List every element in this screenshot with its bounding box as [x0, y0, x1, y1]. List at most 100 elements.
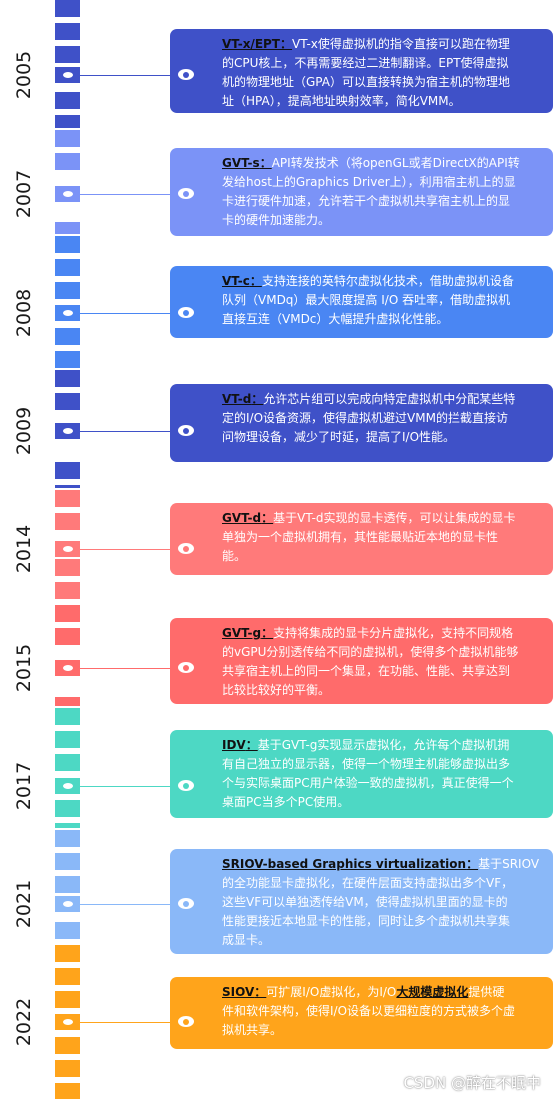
event-text: 址（HPA），提高地址映射效率，简化VMM。 — [222, 94, 461, 108]
event-line: 发给host上的Graphics Driver上），利用宿主机上的显 — [222, 173, 541, 192]
eye-icon — [178, 543, 194, 554]
timeline-connector — [80, 194, 175, 195]
event-text: 队列（VMDq）最大限度提高 I/O 吞吐率，借助虚拟机 — [222, 293, 511, 307]
event-text: VT-x使得虚拟机的指令直接可以跑在物理 — [292, 37, 510, 51]
event-title: VT-c — [222, 274, 250, 288]
timeline-node — [55, 778, 80, 794]
event-line: 比较比较好的平衡。 — [222, 681, 541, 700]
event-text: 成显卡。 — [222, 933, 271, 947]
timeline-segment — [55, 991, 80, 1008]
event-title: GVT-d — [222, 511, 262, 525]
eye-pupil — [183, 782, 189, 789]
event-text: 的全功能显卡虚拟化，在硬件层面支持虚拟出多个VF， — [222, 876, 514, 890]
eye-icon — [178, 425, 194, 436]
timeline-segment — [55, 485, 80, 488]
year-label: 2014 — [13, 524, 35, 574]
event-line: VT-c：支持连接的英特尔虚拟化技术，借助虚拟机设备 — [222, 272, 541, 291]
event-line: 问物理设备，减少了时延，提高了I/O性能。 — [222, 428, 541, 447]
event-title-separator: ： — [280, 37, 293, 51]
node-dot — [62, 428, 73, 434]
eye-pupil — [183, 427, 189, 434]
eye-pupil — [183, 190, 189, 197]
timeline-segment — [55, 328, 80, 345]
event-text: 基于VT-d实现的显卡透传，可以让集成的显卡 — [273, 511, 516, 525]
event-text: 桌面PC当多个PC使用。 — [222, 795, 350, 809]
timeline-segment — [55, 731, 80, 748]
timeline-node — [55, 660, 80, 676]
eye-pupil — [183, 545, 189, 552]
event-card: SRIOV-based Graphics virtualization：基于SR… — [170, 849, 553, 954]
event-text: 机的物理地址（GPA）可以直接转换为宿主机的物理地 — [222, 75, 510, 89]
timeline-segment — [55, 830, 80, 847]
event-title: SRIOV-based Graphics virtualization — [222, 857, 467, 871]
event-text: 支持连接的英特尔虚拟化技术，借助虚拟机设备 — [261, 274, 514, 288]
event-line: 单独为一个虚拟机拥有，其性能最贴近本地的显卡性 — [222, 528, 541, 547]
event-text: 基于SRIOV — [478, 857, 540, 871]
event-highlight: 大规模虚拟化 — [396, 985, 469, 999]
event-title-separator: ： — [466, 857, 479, 871]
timeline-segment — [55, 236, 80, 253]
event-card: VT-d：允许芯片组可以完成向特定虚拟机中分配某些特定的I/O设备资源，使得虚拟… — [170, 384, 553, 462]
event-card: GVT-d：基于VT-d实现的显卡透传，可以让集成的显卡单独为一个虚拟机拥有，其… — [170, 503, 553, 575]
event-title: SIOV — [222, 985, 255, 999]
event-line: 的CPU核上，不再需要经过二进制翻译。EPT使得虚拟 — [222, 54, 541, 73]
event-line: 机的物理地址（GPA）可以直接转换为宿主机的物理地 — [222, 73, 541, 92]
event-title: GVT-s — [222, 156, 260, 170]
timeline-connector — [80, 313, 175, 314]
timeline-segment — [55, 697, 80, 706]
event-text: 共享宿主机上的同一个集显，在功能、性能、共享达到 — [222, 664, 511, 678]
event-line: 成显卡。 — [222, 931, 541, 950]
event-text: 拟机共享。 — [222, 1023, 283, 1037]
timeline-segment — [55, 222, 80, 234]
event-card: GVT-g：支持将集成的显卡分片虚拟化，支持不同规格的vGPU分别透传给不同的虚… — [170, 618, 553, 704]
event-title: VT-d — [222, 392, 252, 406]
event-title: IDV — [222, 738, 246, 752]
timeline-connector — [80, 786, 175, 787]
event-line: 定的I/O设备资源，使得虚拟机避过VMM的拦截直接访 — [222, 409, 541, 428]
node-dot — [62, 1019, 73, 1025]
timeline-segment — [55, 462, 80, 479]
timeline-connector — [80, 75, 175, 76]
event-text: 问物理设备，减少了时延，提高了I/O性能。 — [222, 430, 456, 444]
event-text: 有自己独立的显示器，使得一个物理主机能够虚拟出多 — [222, 757, 511, 771]
timeline-segment — [55, 351, 80, 368]
event-title: GVT-g — [222, 626, 262, 640]
eye-icon — [178, 69, 194, 80]
event-line: 个与实际桌面PC用户体验一致的虚拟机，真正使得一个 — [222, 774, 541, 793]
timeline-segment — [55, 800, 80, 817]
timeline-segment — [55, 823, 80, 828]
timeline-segment — [55, 708, 80, 725]
event-card: VT-x/EPT：VT-x使得虚拟机的指令直接可以跑在物理的CPU核上，不再需要… — [170, 29, 553, 113]
timeline-segment — [55, 130, 80, 147]
event-text: 的vGPU分别透传给不同的虚拟机，使得多个虚拟机能够 — [222, 645, 519, 659]
timeline-connector — [80, 668, 175, 669]
timeline-segment — [55, 1060, 80, 1077]
timeline-node — [55, 67, 80, 83]
event-text: 单独为一个虚拟机拥有，其性能最贴近本地的显卡性 — [222, 530, 499, 544]
event-text: 支持将集成的显卡分片虚拟化，支持不同规格 — [273, 626, 514, 640]
event-line: 卡的硬件加速能力。 — [222, 211, 541, 230]
timeline-connector — [80, 904, 175, 905]
timeline-segment — [55, 259, 80, 276]
timeline-segment — [55, 605, 80, 622]
event-text: 个与实际桌面PC用户体验一致的虚拟机，真正使得一个 — [222, 776, 514, 790]
event-line: 件和软件架构，使得I/O设备以更细粒度的方式被多个虚 — [222, 1002, 541, 1021]
event-text: 直接互连（VMDc）大幅提升虚拟化性能。 — [222, 312, 449, 326]
event-line: 这些VF可以单独透传给VM，使得虚拟机里面的显卡的 — [222, 893, 541, 912]
event-text: 提供硬 — [468, 985, 505, 999]
timeline-node — [55, 305, 80, 321]
event-title-separator: ： — [251, 392, 264, 406]
event-card: GVT-s：API转发技术（将openGL或者DirectX的API转发给hos… — [170, 148, 553, 236]
event-line: 能。 — [222, 547, 541, 566]
watermark: CSDN @醉在不眠中 — [403, 1074, 541, 1092]
timeline-segment — [55, 282, 80, 299]
timeline-connector — [80, 431, 175, 432]
event-line: 直接互连（VMDc）大幅提升虚拟化性能。 — [222, 310, 541, 329]
event-text: 发给host上的Graphics Driver上），利用宿主机上的显 — [222, 175, 516, 189]
year-label: 2015 — [13, 643, 35, 693]
event-text: 可扩展I/O虚拟化，为I/O — [266, 985, 397, 999]
eye-icon — [178, 1016, 194, 1027]
event-text: API转发技术（将openGL或者DirectX的API转 — [271, 156, 520, 170]
timeline-node — [55, 896, 80, 912]
event-text: 卡的硬件加速能力。 — [222, 213, 331, 227]
